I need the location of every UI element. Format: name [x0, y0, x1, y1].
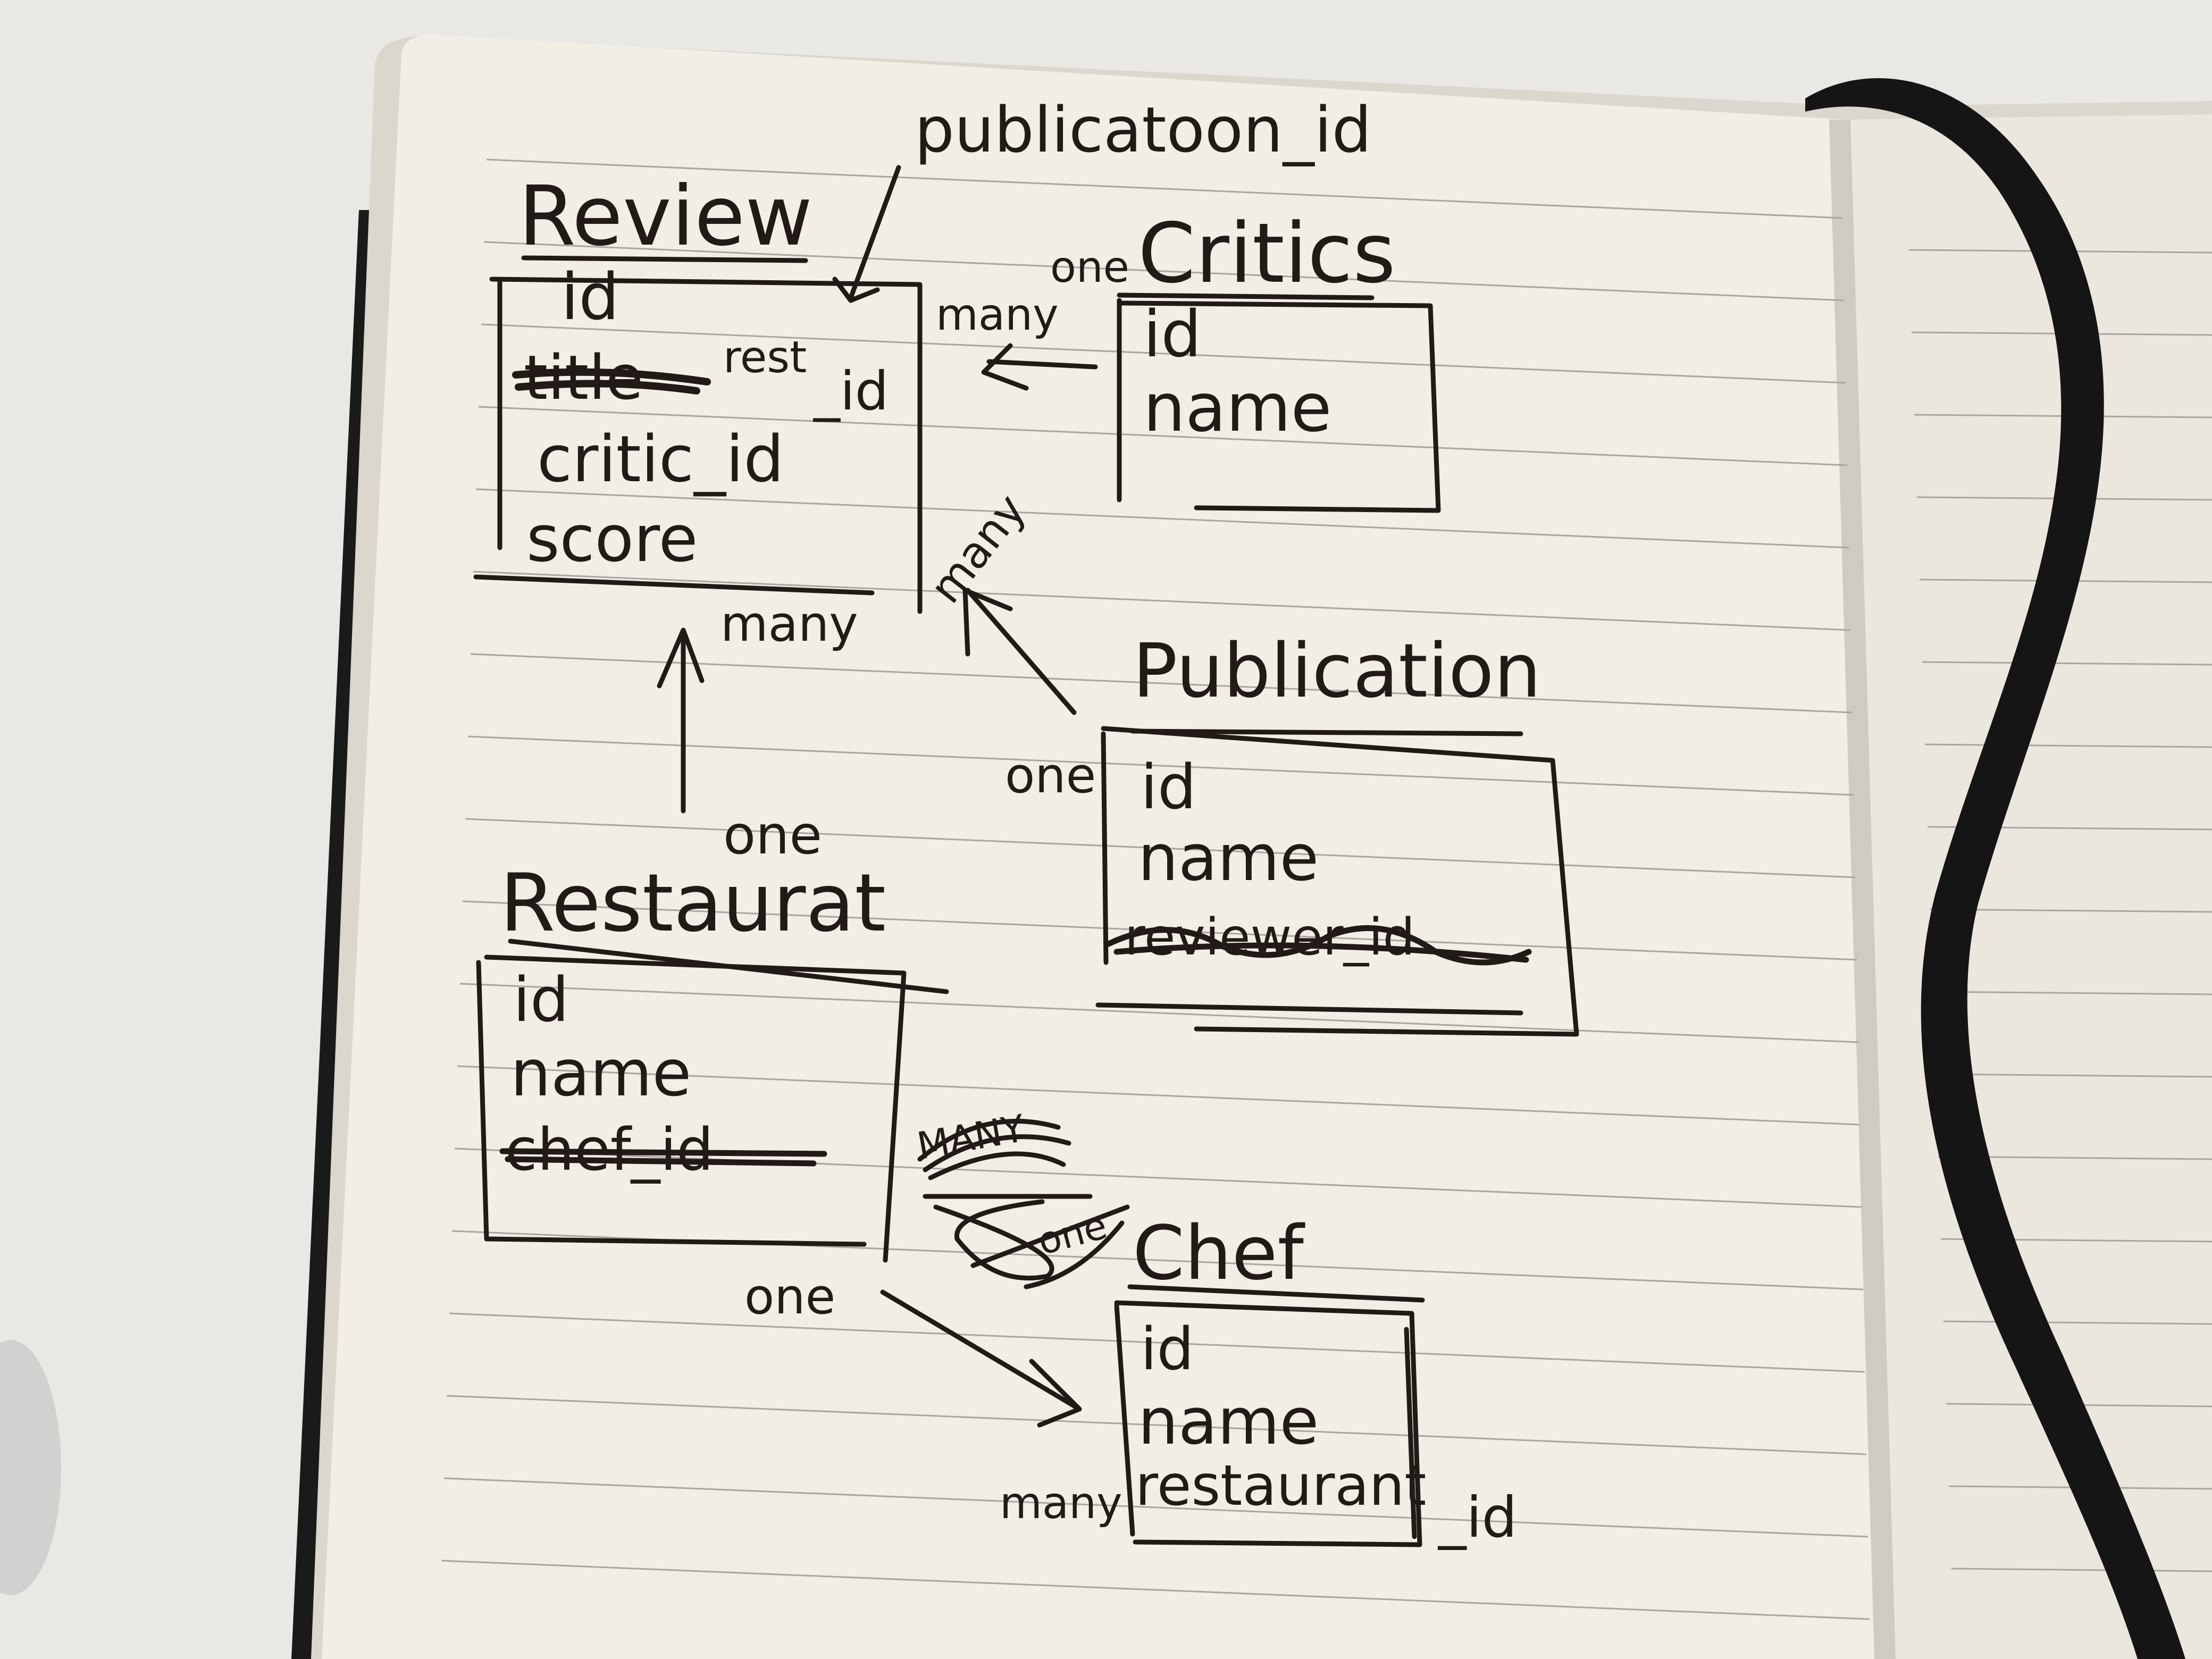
notebook-cover [291, 210, 375, 1659]
publication-field-id: id [1141, 752, 1196, 823]
restaurant-field-strike [499, 1148, 827, 1167]
review-critics-arrow [981, 343, 1098, 391]
publication-id-annotation: publicatoon_id [915, 93, 1371, 166]
chef-box [1114, 1300, 1422, 1547]
review-field-rest-id: _id [813, 360, 889, 422]
gutter-shadow [1829, 120, 1896, 1659]
publication-field-strike [1105, 925, 1532, 966]
publication-entity: Publication id name reviewer_id [1095, 628, 1579, 1037]
critics-box [1117, 298, 1441, 513]
publication-box [1095, 726, 1579, 1037]
review-field-score: score [526, 502, 698, 576]
chef-entity: Chef id name restaurant _id [1114, 1210, 1517, 1550]
publication-field-name: name [1138, 822, 1319, 895]
restaurant-field-name: name [510, 1037, 691, 1111]
critics-field-name: name [1143, 370, 1332, 447]
review-field-title-strike [512, 368, 711, 395]
review-publication-arrow [962, 588, 1077, 715]
restaurant-title: Restaurat [500, 857, 886, 950]
critics-entity: Critics id name [1117, 205, 1441, 513]
chef-field-restaurant: restaurant [1135, 1453, 1426, 1518]
desk-object-shadow [0, 1340, 61, 1595]
review-publication-one-label: one [1005, 747, 1096, 804]
review-entity: Review id title rest _id critic_id score [473, 168, 923, 614]
review-field-title-struck: title [524, 342, 643, 414]
ruled-lines [441, 158, 2212, 1620]
left-page [322, 35, 1893, 1659]
restaurant-chef-one-label: one [744, 1268, 835, 1325]
restaurant-chef-many-label: many [1000, 1478, 1122, 1529]
review-field-critic-id: critic_id [537, 423, 784, 497]
review-restaurant-arrow [657, 627, 705, 814]
review-restaurant-many-label: many [720, 596, 858, 652]
chef-field-id: id [1141, 1315, 1194, 1383]
review-critics-many-label: many [936, 290, 1059, 340]
critics-field-id: id [1143, 298, 1202, 372]
ribbon-bookmark [1805, 78, 2185, 1659]
restaurant-box [476, 954, 907, 1263]
review-field-rest: rest [723, 332, 807, 383]
review-field-id: id [561, 261, 619, 334]
chef-field-name: name [1138, 1385, 1319, 1459]
publication-id-arrow [832, 165, 901, 303]
scribble-strike [917, 1119, 1130, 1289]
review-restaurant-one-label: one [723, 804, 822, 866]
right-page [1845, 114, 2212, 1659]
chef-title: Chef [1133, 1210, 1305, 1297]
critics-title: Critics [1138, 205, 1396, 301]
publication-title: Publication [1133, 628, 1541, 715]
review-title: Review [518, 168, 812, 264]
restaurant-entity: Restaurat id name chef_id [476, 857, 949, 1263]
publication-field-reviewer-id-struck: reviewer_id [1125, 908, 1415, 967]
restaurant-chef-arrow [880, 1289, 1082, 1428]
chef-field-restaurant-id: _id [1437, 1485, 1517, 1550]
restaurant-field-id: id [513, 965, 569, 1036]
review-critics-one-label: one [1050, 242, 1129, 292]
review-box [473, 276, 923, 614]
